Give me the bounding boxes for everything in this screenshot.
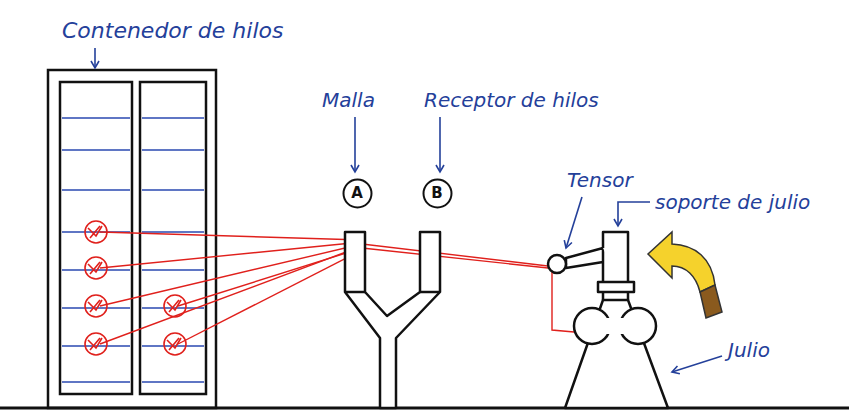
tensioner-label: Tensor [567, 168, 633, 192]
thread-spools [85, 221, 186, 355]
beam-support [548, 232, 668, 408]
shelves [62, 118, 204, 382]
mesh-receiver-stand [345, 232, 440, 408]
rotation-arrow [648, 232, 722, 318]
callout-circle: A [342, 178, 373, 209]
leader-arrows [95, 48, 722, 372]
receiver-label: Receptor de hilos [424, 88, 599, 112]
callout-letter: B [431, 184, 442, 202]
mesh-label: Malla [322, 88, 375, 112]
beam-label: Julio [728, 338, 770, 362]
support-label: soporte de julio [655, 190, 810, 214]
threads [100, 232, 574, 344]
thread-cabinet [48, 70, 216, 408]
callout-circle: B [422, 178, 453, 209]
cabinet-label: Contenedor de hilos [62, 18, 283, 44]
callout-letter: A [351, 184, 363, 202]
